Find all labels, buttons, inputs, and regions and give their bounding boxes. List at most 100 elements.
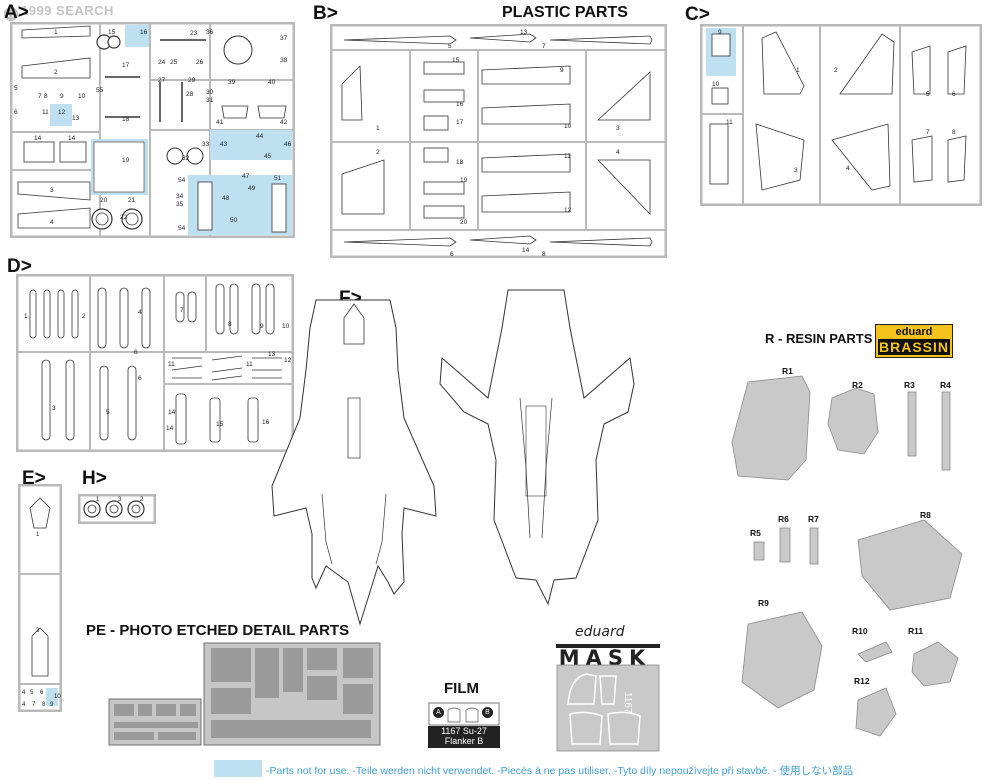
svg-text:12: 12	[564, 207, 572, 214]
svg-text:3: 3	[52, 405, 56, 412]
svg-text:8: 8	[542, 251, 546, 258]
part-f-upper-airframe	[271, 299, 437, 626]
film-marker-a: A	[433, 707, 444, 718]
svg-text:7: 7	[38, 93, 42, 100]
svg-text:36: 36	[206, 29, 214, 36]
svg-text:54: 54	[178, 177, 186, 184]
svg-text:20: 20	[460, 219, 468, 226]
film-label: 1167 Su-27 Flanker B	[428, 726, 500, 748]
section-d-label: D>	[7, 256, 32, 277]
svg-text:47: 47	[242, 173, 250, 180]
photo-etched-fret-small	[108, 698, 202, 746]
svg-text:37: 37	[280, 35, 288, 42]
watermark-logo-icon: H	[4, 7, 18, 21]
svg-text:35: 35	[176, 201, 184, 208]
legend-text: -Parts not for use. -Teile werden nicht …	[266, 765, 854, 777]
svg-text:7: 7	[180, 307, 184, 314]
brassin-logo-top: eduard	[895, 326, 933, 338]
svg-text:11: 11	[42, 109, 49, 116]
svg-text:43: 43	[220, 141, 228, 148]
resin-part-r4	[941, 391, 951, 471]
svg-text:21: 21	[128, 197, 136, 204]
mask-sheet	[556, 664, 660, 752]
svg-text:9: 9	[260, 323, 264, 330]
svg-text:10: 10	[54, 694, 61, 700]
svg-text:11: 11	[564, 153, 571, 160]
part-g-lower-airframe	[439, 289, 635, 606]
svg-text:15: 15	[108, 29, 116, 36]
svg-text:31: 31	[206, 97, 214, 104]
svg-text:R6: R6	[778, 514, 789, 524]
svg-text:6: 6	[14, 109, 18, 116]
svg-text:R4: R4	[940, 380, 951, 390]
svg-text:12: 12	[58, 109, 66, 116]
svg-text:16: 16	[140, 29, 148, 36]
svg-text:11: 11	[726, 119, 733, 126]
svg-text:1: 1	[376, 125, 380, 132]
svg-text:9: 9	[560, 67, 564, 74]
svg-text:45: 45	[264, 153, 272, 160]
svg-text:23: 23	[190, 30, 198, 37]
svg-text:8: 8	[952, 129, 956, 136]
svg-text:34: 34	[176, 193, 184, 200]
section-c-label: C>	[685, 4, 710, 25]
resin-part-r10	[857, 641, 893, 663]
section-h-label: H>	[82, 468, 107, 489]
photo-etched-fret-large	[203, 642, 381, 746]
brassin-logo: eduard BRASSIN	[875, 324, 953, 358]
svg-text:1: 1	[796, 67, 800, 74]
svg-text:4: 4	[846, 165, 850, 172]
svg-text:1: 1	[24, 313, 28, 320]
svg-text:4: 4	[50, 219, 54, 226]
resin-part-r2	[827, 387, 879, 455]
film-marker-b: B	[482, 707, 493, 718]
svg-text:20: 20	[100, 197, 108, 204]
svg-text:14: 14	[522, 247, 530, 254]
plastic-parts-title: PLASTIC PARTS	[502, 4, 628, 21]
svg-text:3: 3	[36, 628, 40, 634]
svg-text:3: 3	[50, 187, 54, 194]
svg-text:11: 11	[168, 361, 175, 368]
svg-text:9: 9	[50, 702, 54, 708]
svg-text:4: 4	[138, 309, 142, 316]
svg-text:55: 55	[96, 87, 104, 94]
resin-part-r12	[855, 687, 897, 737]
svg-text:1: 1	[96, 497, 100, 503]
svg-text:42: 42	[280, 119, 288, 126]
svg-text:2: 2	[54, 69, 58, 76]
svg-text:48: 48	[222, 195, 230, 202]
svg-text:4: 4	[22, 690, 26, 696]
svg-text:17: 17	[456, 119, 464, 126]
svg-text:27: 27	[158, 77, 166, 84]
svg-text:8: 8	[42, 702, 46, 708]
svg-text:30: 30	[206, 89, 214, 96]
svg-text:22: 22	[120, 214, 128, 221]
svg-text:10: 10	[282, 323, 290, 330]
film-label-line2: Flanker B	[444, 736, 484, 746]
svg-text:R1: R1	[782, 366, 793, 376]
resin-part-r6	[779, 527, 791, 563]
svg-text:14: 14	[34, 135, 42, 142]
svg-text:10: 10	[712, 81, 720, 88]
svg-text:16: 16	[456, 101, 464, 108]
svg-text:5: 5	[30, 690, 34, 696]
mask-brand: eduard	[575, 624, 625, 640]
section-a-label: A>	[4, 2, 29, 23]
svg-text:13: 13	[520, 29, 528, 36]
svg-text:7: 7	[32, 702, 36, 708]
svg-text:1: 1	[36, 532, 40, 538]
svg-text:51: 51	[274, 175, 282, 182]
svg-text:40: 40	[268, 79, 276, 86]
svg-text:R10: R10	[852, 626, 868, 636]
svg-text:6: 6	[450, 251, 454, 258]
svg-text:19: 19	[460, 177, 468, 184]
resin-part-r1	[731, 375, 811, 481]
svg-text:14: 14	[166, 425, 174, 432]
svg-text:5: 5	[106, 409, 110, 416]
